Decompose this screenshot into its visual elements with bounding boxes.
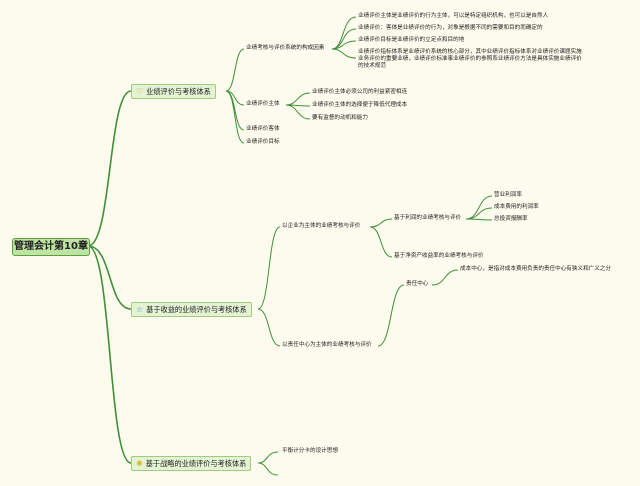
topic-strategy-based-evaluation[interactable]: ✺基于战略的业绩评价与考核体系 <box>131 456 252 471</box>
subtopic-enterprise-subject[interactable]: 以企业为主体的业绩考核与评价 <box>282 223 361 229</box>
topic-income-based-evaluation[interactable]: ☆基于收益的业绩评价与考核体系 <box>131 302 252 317</box>
topic-label: 基于战略的业绩评价与考核体系 <box>145 459 247 468</box>
leaf-operating-margin[interactable]: 营业利润率 <box>494 192 522 198</box>
subtopic-roe-based[interactable]: 基于净资产收益率的业绩考核与评价 <box>394 253 484 259</box>
leaf-supervision[interactable]: 要有监督的动机和能力 <box>312 115 368 121</box>
subtopic-balanced-scorecard[interactable]: 平衡计分卡的设计思想 <box>282 448 338 454</box>
leaf-cost-center[interactable]: 成本中心，是指对成本费用负责的责任中心有狭义和广义之分 <box>460 266 612 272</box>
central-topic[interactable]: 管理会计第10章 <box>12 238 90 256</box>
subtopic-responsibility-center-subject[interactable]: 以责任中心为主体的业绩考核与评价 <box>282 342 372 348</box>
subtopic-components[interactable]: 业绩考核与评价系统的构成因素 <box>246 45 325 51</box>
star-icon: ☆ <box>136 305 144 314</box>
leaf-subject[interactable]: 业绩评价主体是业绩评价的行为主体，可以是特定组织机构，也可以是自然人 <box>358 13 549 19</box>
subtopic-responsibility-center[interactable]: 责任中心 <box>406 281 429 287</box>
topic-label: 业绩评价与考核体系 <box>146 87 211 96</box>
sun-icon: ✺ <box>136 459 143 468</box>
leaf-total-investment-return[interactable]: 总投资报酬率 <box>494 216 528 222</box>
topic-performance-evaluation[interactable]: ♡业绩评价与考核体系 <box>131 84 216 99</box>
leaf-subject-interest[interactable]: 业绩评价主体必须公司的利益紧密相连 <box>312 89 408 95</box>
topic-label: 基于收益的业绩评价与考核体系 <box>146 305 247 314</box>
heart-icon: ♡ <box>136 87 144 96</box>
leaf-indicator-system[interactable]: 业绩评价指标体系是业绩评价系统的核心部分，其中业绩评价指标体系对业绩评价课题实施… <box>358 49 582 69</box>
leaf-agency-cost[interactable]: 业绩评价主体的选择便于降低代理成本 <box>312 102 408 108</box>
leaf-cost-profit-ratio[interactable]: 成本费用的利润率 <box>494 204 539 210</box>
subtopic-evaluation-object[interactable]: 业绩评价客体 <box>246 126 280 132</box>
leaf-goal[interactable]: 业绩评价目标是业绩评价的立足点和目的地 <box>358 37 465 43</box>
subtopic-profit-based[interactable]: 基于利润的业绩考核与评价 <box>394 215 462 221</box>
leaf-object[interactable]: 业绩评价：客体是业绩评价的行为，对象是根据不同的需要和目的而确定的 <box>358 25 543 31</box>
subtopic-evaluation-goal[interactable]: 业绩评价目标 <box>246 139 280 145</box>
subtopic-evaluation-subject[interactable]: 业绩评价主体 <box>246 101 280 107</box>
